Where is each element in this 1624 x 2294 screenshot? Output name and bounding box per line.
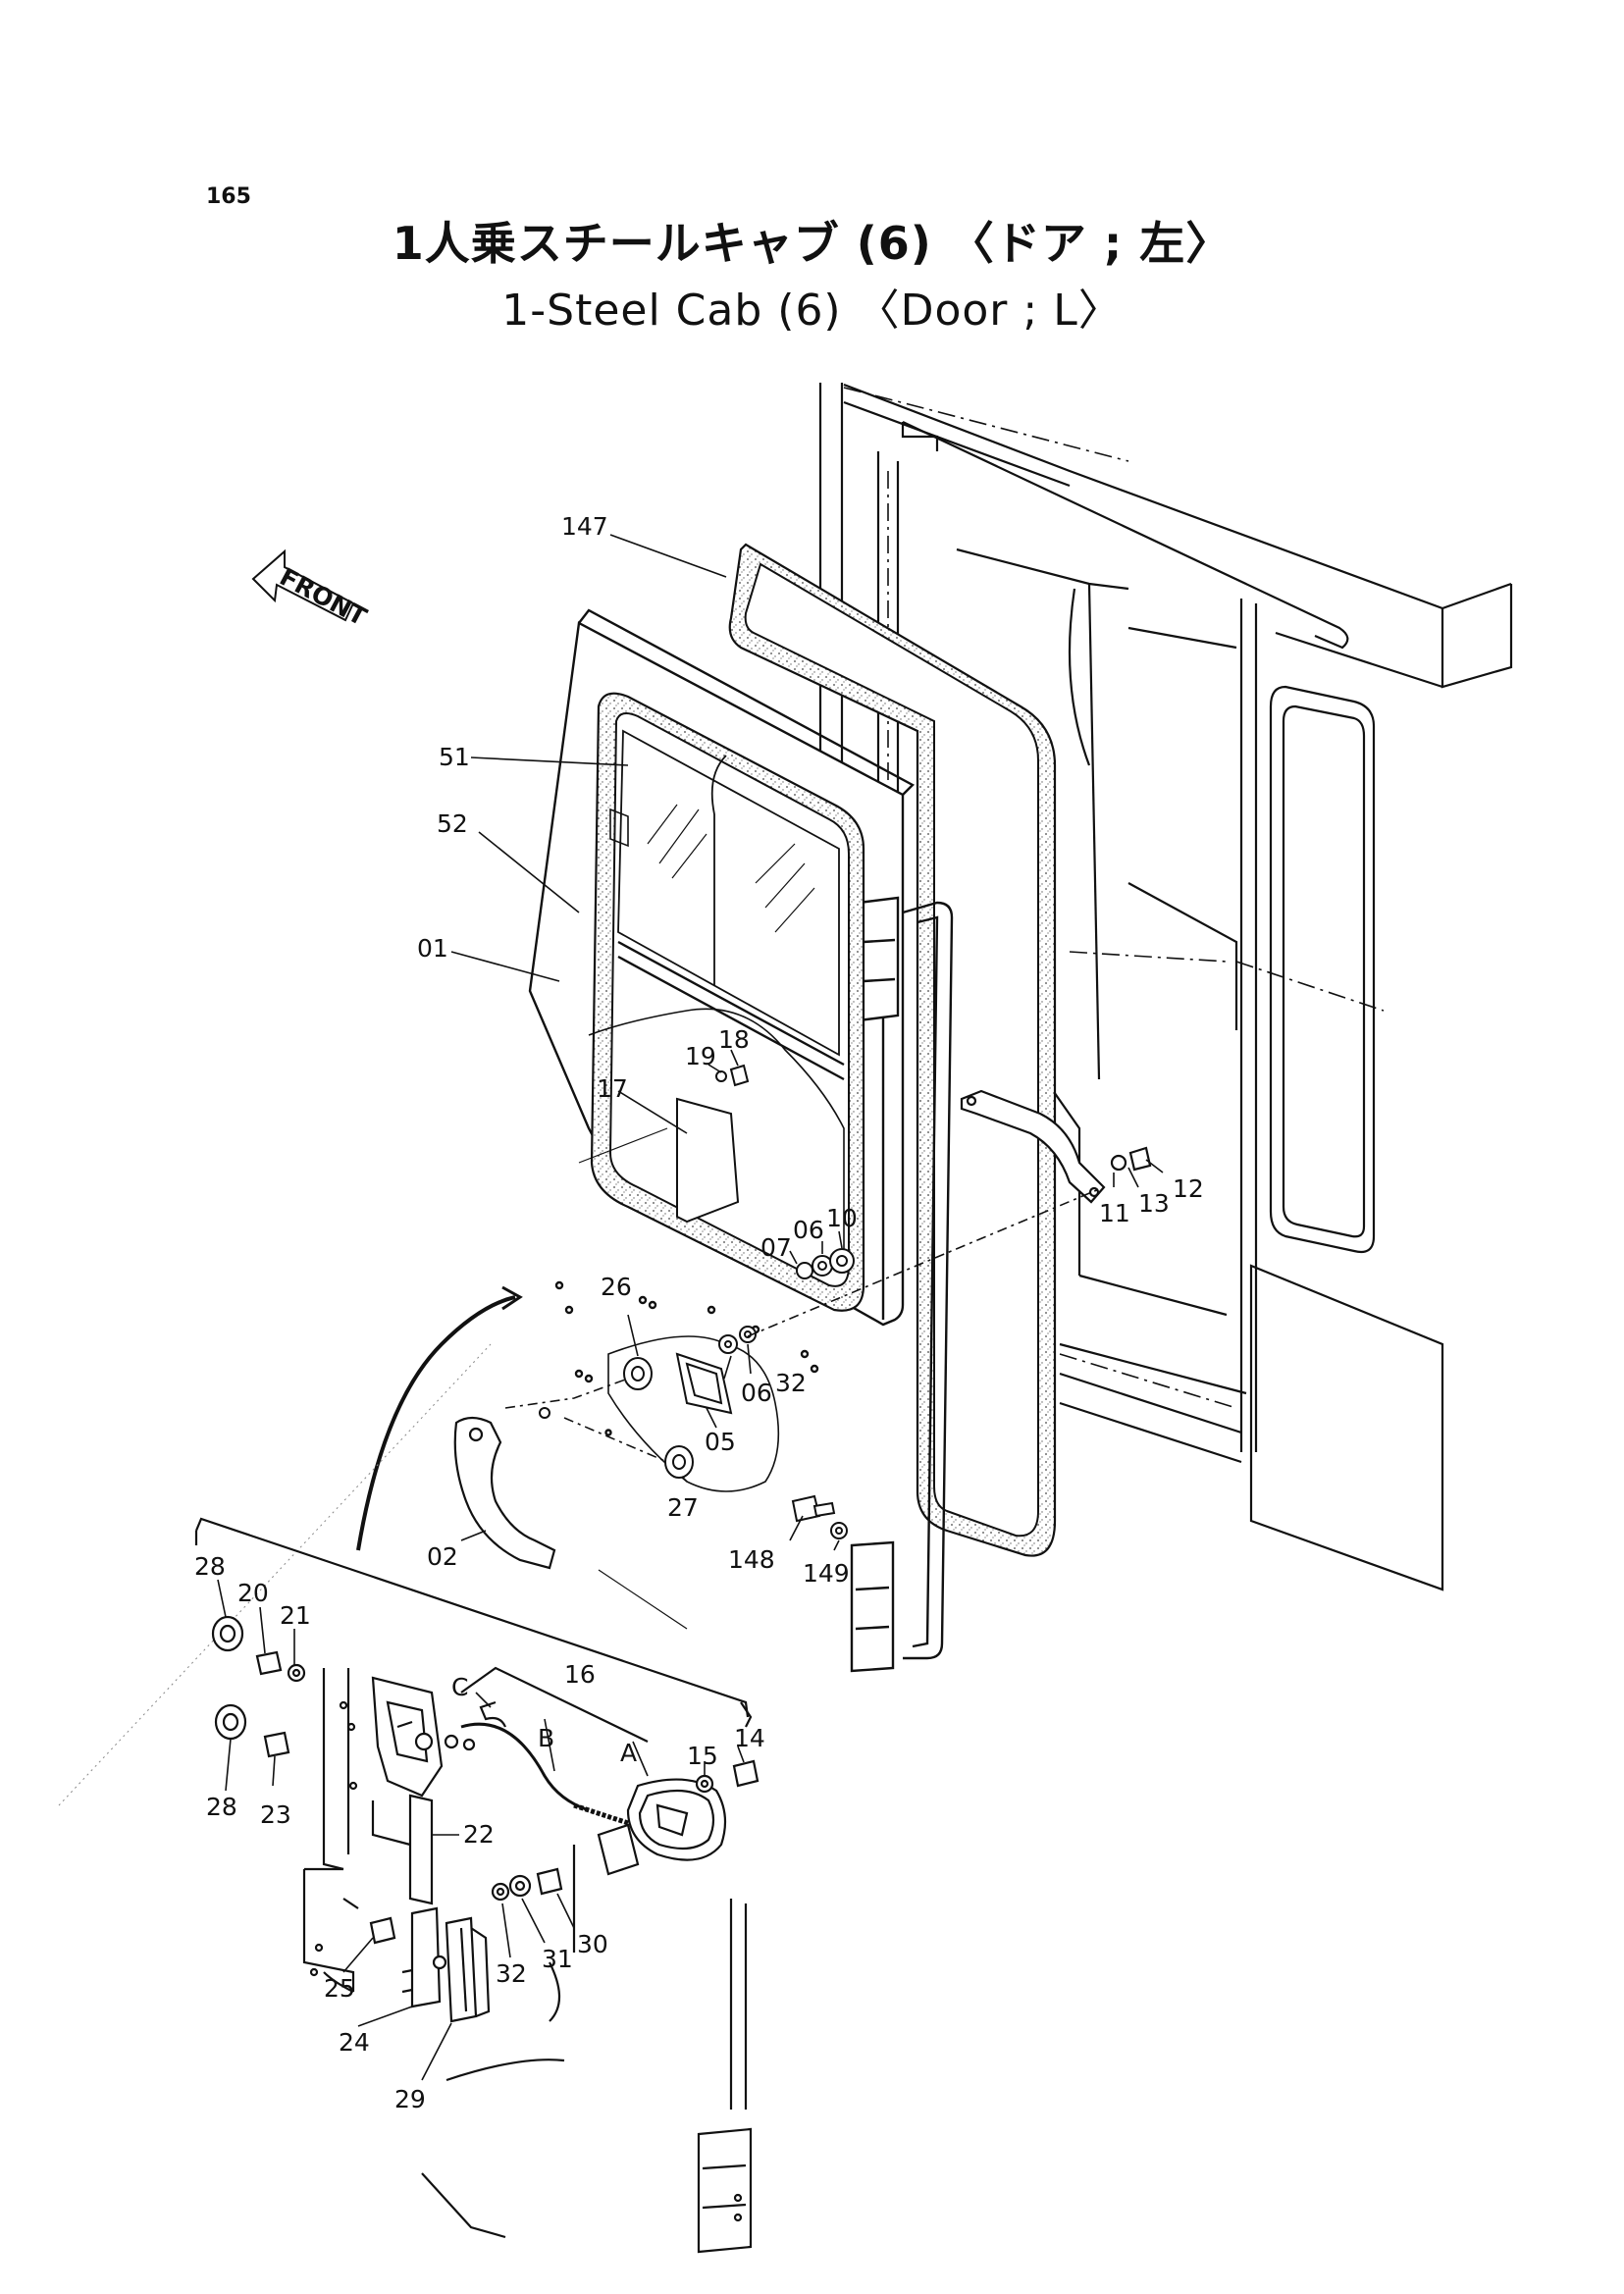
label-13: 13 xyxy=(1138,1189,1170,1218)
inner-door-grip-02 xyxy=(453,1416,556,1570)
label-10: 10 xyxy=(826,1204,858,1232)
label-C: C xyxy=(451,1673,468,1701)
label-26: 26 xyxy=(601,1273,632,1301)
door-seal-147 xyxy=(728,543,1057,1557)
label-01: 01 xyxy=(417,934,448,963)
label-05: 05 xyxy=(705,1428,736,1456)
label-148: 148 xyxy=(728,1545,775,1574)
label-21: 21 xyxy=(280,1601,311,1630)
front-label: FRONT xyxy=(275,562,371,631)
page-number: 165 xyxy=(206,184,251,209)
detail-callout-arrow xyxy=(356,1285,523,1551)
title-english: 1-Steel Cab (6) 〈Door ; L〉 xyxy=(501,286,1123,336)
label-147: 147 xyxy=(561,512,608,541)
label-22: 22 xyxy=(463,1820,495,1849)
latch-detail-view xyxy=(194,1517,760,2254)
front-direction-arrow: FRONT xyxy=(251,548,371,631)
label-32a: 32 xyxy=(775,1369,807,1397)
label-23: 23 xyxy=(260,1800,291,1829)
label-11: 11 xyxy=(1099,1199,1130,1227)
label-27: 27 xyxy=(667,1493,699,1522)
label-17: 17 xyxy=(597,1074,628,1103)
label-28a: 28 xyxy=(194,1552,226,1581)
label-16: 16 xyxy=(564,1660,596,1689)
label-A: A xyxy=(620,1739,637,1767)
part-number-labels: 147 51 52 01 19 18 17 06 10 07 26 32 06 … xyxy=(194,512,1204,2113)
label-52: 52 xyxy=(437,809,468,838)
label-51: 51 xyxy=(439,743,470,771)
label-31: 31 xyxy=(542,1945,573,1973)
leader-lines xyxy=(217,534,1164,2081)
door-panel xyxy=(528,608,954,1673)
label-06b: 06 xyxy=(741,1379,772,1407)
label-19: 19 xyxy=(685,1042,716,1070)
label-12: 12 xyxy=(1173,1174,1204,1203)
label-32b: 32 xyxy=(496,1959,527,1988)
door-inner-parts xyxy=(539,1064,855,1479)
hinge-bolts-148-149 xyxy=(791,1494,848,1539)
label-14: 14 xyxy=(734,1724,765,1752)
label-29: 29 xyxy=(394,2085,426,2113)
label-24: 24 xyxy=(339,2028,370,2057)
label-149: 149 xyxy=(803,1559,850,1588)
label-28b: 28 xyxy=(206,1793,237,1821)
label-B: B xyxy=(538,1724,554,1752)
title-japanese: 1人乗スチールキャブ (6) 〈ドア ; 左〉 xyxy=(392,217,1232,270)
label-25: 25 xyxy=(324,1974,355,2003)
label-20: 20 xyxy=(237,1579,269,1607)
label-30: 30 xyxy=(577,1930,608,1958)
label-06a: 06 xyxy=(793,1216,824,1244)
label-15: 15 xyxy=(687,1742,718,1770)
label-18: 18 xyxy=(718,1025,750,1054)
label-02: 02 xyxy=(427,1542,458,1571)
label-07: 07 xyxy=(760,1233,792,1262)
